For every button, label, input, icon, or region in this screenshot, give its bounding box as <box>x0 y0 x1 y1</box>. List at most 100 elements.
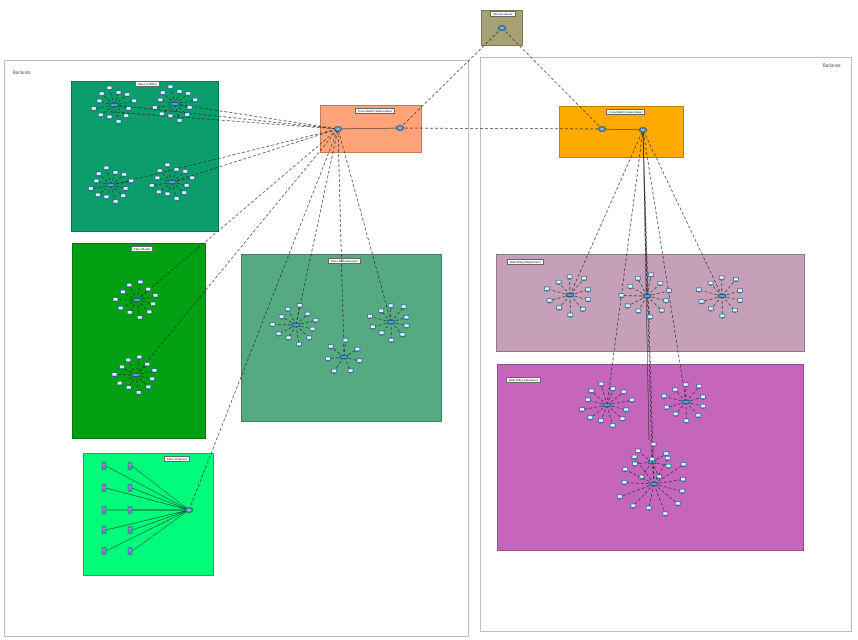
pc-screen <box>580 408 585 411</box>
pc-stand <box>405 327 408 329</box>
pc-screen <box>673 412 678 416</box>
access-link <box>590 404 608 419</box>
access-link <box>638 295 648 312</box>
pc-stand <box>586 301 590 303</box>
access-link <box>646 290 670 297</box>
pc-screen <box>646 506 651 510</box>
pc-stand <box>271 326 274 328</box>
pc-stand <box>147 388 150 390</box>
pc-screen <box>635 449 640 453</box>
pc-stand <box>132 102 136 104</box>
pc-screen <box>328 345 333 348</box>
access-link <box>587 399 608 406</box>
pc-stand <box>681 481 685 482</box>
pc-screen <box>657 475 662 478</box>
uplink-internet-east <box>501 27 603 130</box>
pc-stand <box>389 307 392 309</box>
access-link <box>90 184 112 190</box>
pc-stand <box>665 455 668 457</box>
pc-stand <box>166 195 169 197</box>
pc-screen <box>155 176 160 180</box>
pc-screen <box>401 305 406 308</box>
access-link <box>637 278 648 297</box>
access-link <box>646 283 661 297</box>
access-link <box>606 391 624 406</box>
access-link <box>110 184 116 202</box>
access-link <box>167 165 173 183</box>
pc-screen <box>286 336 291 339</box>
pc-screen <box>636 309 641 313</box>
left-area-label: Ваrlands <box>13 70 31 75</box>
pc-screen <box>624 408 629 411</box>
pc-stand <box>622 393 625 395</box>
access-link <box>171 181 177 199</box>
pc-stand <box>623 484 626 485</box>
pc-screen <box>675 502 680 505</box>
pc-stand <box>611 427 614 429</box>
pc-stand <box>178 122 181 124</box>
uplink-floor-d <box>337 128 392 323</box>
pc-screen <box>137 316 142 319</box>
pc-screen <box>567 275 572 278</box>
uplink-east-1 <box>642 129 648 297</box>
pc-stand <box>390 341 393 343</box>
pc-screen <box>684 419 689 422</box>
uplink-east-2 <box>642 129 687 403</box>
pc-screen <box>168 85 173 89</box>
pc-screen <box>666 464 671 468</box>
pc-screen <box>125 93 130 96</box>
uplink-floor-a <box>111 111 339 130</box>
pc-stand <box>118 385 121 386</box>
pc-stand <box>287 339 290 341</box>
pc-screen <box>388 304 393 307</box>
pc-screen <box>159 112 164 116</box>
pc-screen <box>117 381 122 385</box>
pc-screen <box>639 475 644 479</box>
access-link <box>128 360 137 376</box>
access-link <box>135 370 155 376</box>
pc-screen <box>107 86 112 90</box>
access-link <box>721 295 736 311</box>
pc-screen <box>556 280 561 284</box>
pc-screen <box>632 455 637 459</box>
pc-screen <box>183 170 188 173</box>
access-link <box>333 356 345 372</box>
access-link <box>170 87 176 105</box>
pc-screen <box>88 187 93 190</box>
pc-stand <box>127 361 130 363</box>
pc-screen <box>126 107 131 110</box>
access-link <box>93 104 115 110</box>
pc-screen <box>157 169 162 172</box>
pc-stand <box>640 478 643 480</box>
pc-stand <box>709 284 712 286</box>
pc-stand <box>630 401 634 403</box>
pc-stand <box>114 301 117 303</box>
pc-stand <box>128 286 131 288</box>
pc-stand <box>127 389 130 391</box>
pc-screen <box>680 489 685 493</box>
pc-screen <box>348 369 353 372</box>
pc-stand <box>568 278 571 280</box>
pc-screen <box>664 405 669 409</box>
pc-screen <box>648 273 653 276</box>
pc-stand <box>665 409 668 410</box>
pc-stand <box>697 388 701 389</box>
pc-stand <box>158 172 161 174</box>
pc-screen <box>629 398 634 402</box>
access-link <box>369 316 392 323</box>
pc-screen <box>279 315 284 318</box>
pc-stand <box>125 117 128 119</box>
pc-stand <box>127 110 130 112</box>
access-link <box>174 103 180 121</box>
pc-stand <box>618 498 621 500</box>
pc-screen <box>557 306 562 309</box>
pc-stand <box>311 330 314 332</box>
access-link <box>630 286 648 297</box>
access-link <box>136 282 141 301</box>
pc-stand <box>402 308 405 310</box>
pc-screen <box>95 193 100 197</box>
pc-screen <box>681 462 686 466</box>
pc-screen <box>119 365 124 369</box>
pc-screen <box>94 179 99 183</box>
access-link <box>372 321 392 328</box>
